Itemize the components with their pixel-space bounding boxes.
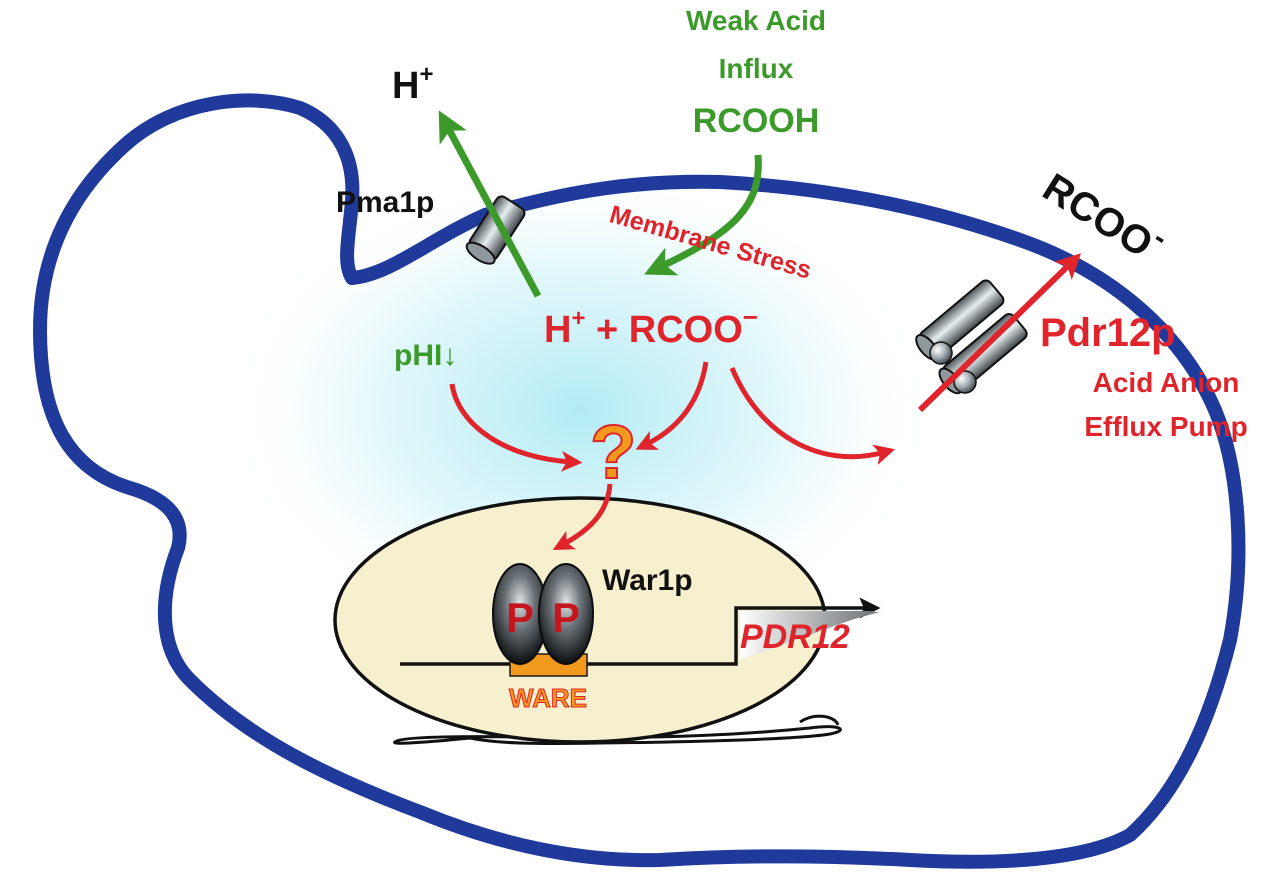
weak-acid-influx-arrow (644, 154, 762, 276)
phospho-left-label: P (506, 594, 534, 641)
pma1p-pump (465, 195, 526, 265)
war1p-right-oval (538, 563, 594, 665)
ware-label: WARE (509, 683, 587, 713)
pma1p-label: Pma1p (336, 186, 434, 219)
cell-membrane (33, 93, 1246, 869)
proton-out-label: H+ (392, 61, 433, 107)
weak-acid-line2: Influx (719, 53, 794, 84)
phi-arrow (449, 383, 583, 472)
proton-efflux-arrow (438, 110, 542, 298)
gene-label: PDR12 (740, 618, 850, 656)
question-mark: ? (590, 410, 636, 495)
question-to-war1p-arrow (552, 483, 613, 550)
weak-acid-line1: Weak Acid (686, 5, 826, 36)
transcript-wedge (740, 611, 876, 660)
phi-label: pHI↓ (394, 339, 457, 372)
phospho-right-label: P (552, 594, 580, 641)
pdr12p-label: Pdr12p (1040, 311, 1176, 355)
pump-line2-label: Efflux Pump (1084, 411, 1247, 442)
cytoplasm-glow (220, 160, 940, 660)
war1p-label: War1p (602, 564, 693, 597)
anion-to-question-arrow (635, 361, 709, 450)
dissociation-label: H+ + RCOO− (544, 302, 758, 351)
anion-to-pump-arrow (729, 367, 896, 465)
weak-acid-line3: RCOOH (693, 102, 820, 140)
er-tail (799, 714, 840, 726)
anion-efflux-arrow (917, 253, 1082, 413)
pump-line1-label: Acid Anion (1093, 367, 1240, 398)
